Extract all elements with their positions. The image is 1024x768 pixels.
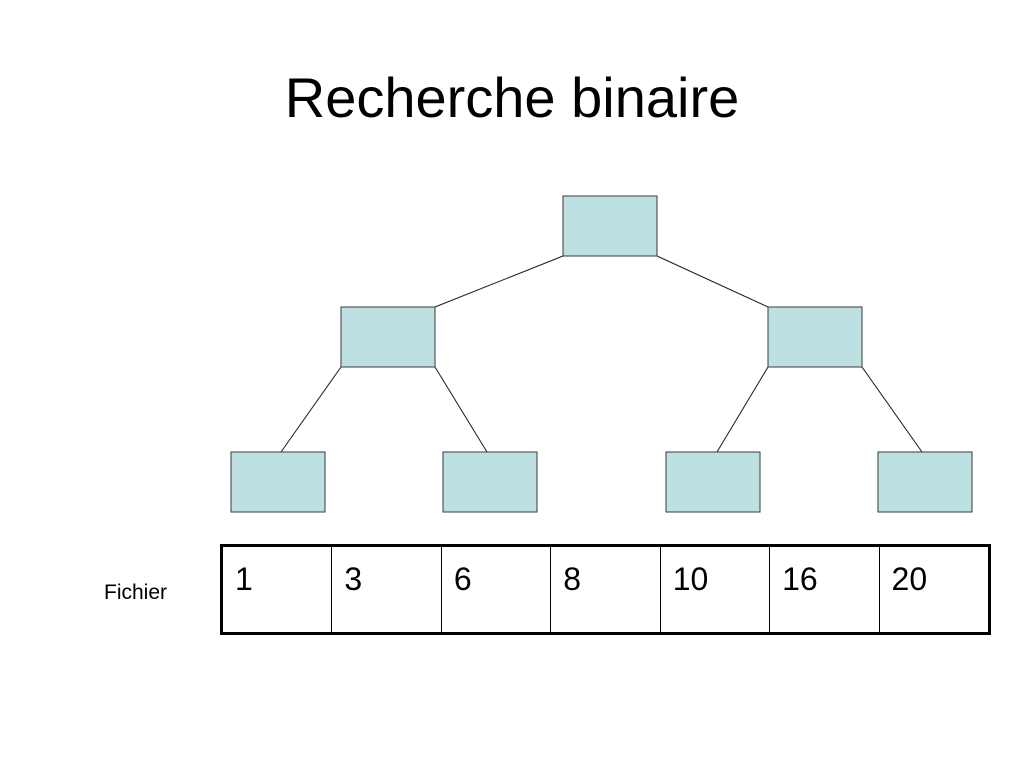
file-cell: 6 — [442, 547, 552, 632]
file-cell: 20 — [891, 561, 928, 597]
tree-edge — [434, 366, 488, 453]
file-label: Fichier — [104, 581, 168, 604]
tree-node-leaf — [230, 451, 326, 513]
tree-node-leaf — [877, 451, 973, 513]
tree-node-leaf — [442, 451, 538, 513]
file-cell: 3 — [332, 547, 442, 632]
tree-edge — [280, 366, 342, 453]
tree-edge — [656, 255, 769, 308]
tree-node-leaf — [665, 451, 761, 513]
file-cell: 16 — [770, 547, 880, 632]
tree-node-right — [767, 306, 863, 368]
tree-edge — [861, 366, 923, 453]
slide-title: Recherche binaire — [284, 66, 740, 129]
file-cell: 10 — [661, 547, 771, 632]
tree-node-left — [340, 306, 436, 368]
tree-node-root — [562, 195, 658, 257]
file-cell: 8 — [551, 547, 661, 632]
file-cell: 1 — [223, 547, 333, 632]
tree-edge — [716, 366, 769, 453]
file-array: 1 3 6 8 10 16 20 — [220, 544, 991, 635]
tree-edge — [434, 255, 564, 308]
